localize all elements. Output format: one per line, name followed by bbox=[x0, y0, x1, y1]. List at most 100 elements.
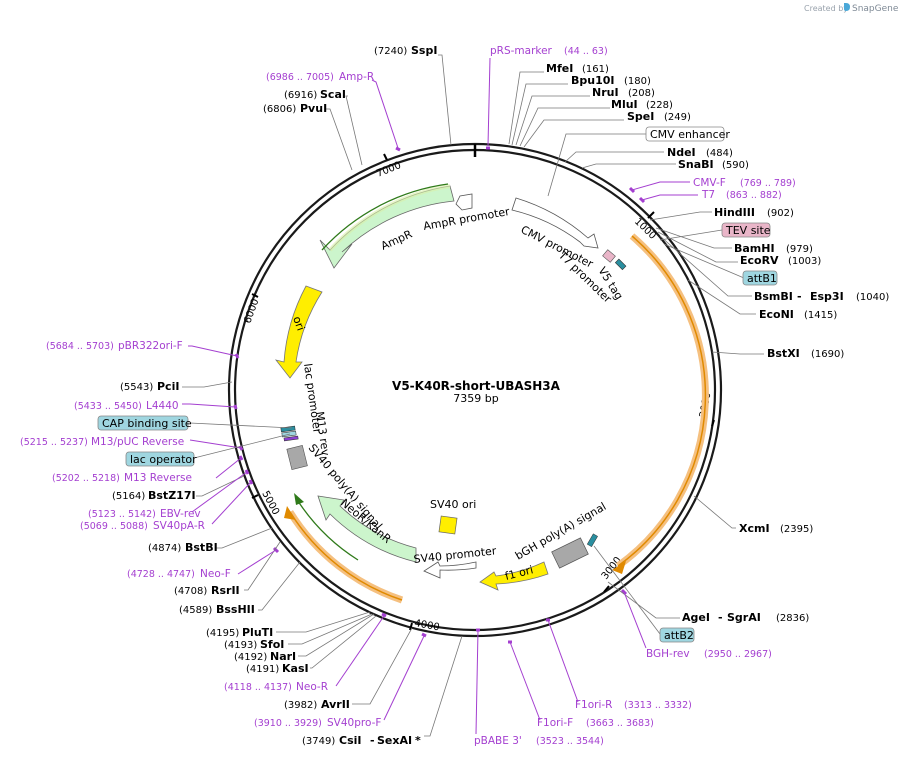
bgh-polya-feature[interactable] bbox=[551, 537, 589, 569]
neor-kanr-feature[interactable] bbox=[294, 493, 417, 563]
primer-range: (5215 .. 5237) bbox=[20, 437, 88, 448]
enzyme-pos: (5543) bbox=[120, 382, 153, 393]
enzyme-name: CsiI bbox=[339, 734, 361, 747]
enzyme-name: RsrII bbox=[211, 584, 240, 597]
enzyme-star: * bbox=[415, 734, 421, 747]
cmv-promoter-feature[interactable] bbox=[511, 197, 599, 249]
primer-range: (4728 .. 4747) bbox=[127, 569, 195, 580]
enzyme-separator: - bbox=[370, 734, 375, 747]
primer-range: (5123 .. 5142) bbox=[88, 509, 156, 520]
primer-range: (769 .. 789) bbox=[740, 178, 796, 189]
orf-arc-right[interactable] bbox=[612, 233, 709, 574]
enzyme-pos: (590) bbox=[722, 160, 749, 171]
boxed-labels: CMV enhancer TEV site attB1 attB2 CAP bi… bbox=[97, 126, 778, 643]
sv40-ori-label: SV40 ori bbox=[430, 498, 476, 511]
enzyme-pos: (4589) bbox=[179, 605, 212, 616]
enzyme-separator: - bbox=[797, 290, 802, 303]
plasmid-backbone bbox=[227, 142, 723, 638]
enzyme-name: NdeI bbox=[667, 146, 696, 159]
v5-tag-marker[interactable] bbox=[614, 258, 627, 271]
enzyme-name: AvrII bbox=[321, 698, 350, 711]
tick-label: 4000 bbox=[413, 618, 440, 633]
lac-region-markers[interactable] bbox=[280, 425, 299, 442]
tev-site-marker[interactable] bbox=[602, 249, 616, 263]
enzyme-name: AgeI bbox=[682, 611, 710, 624]
primer-name: Neo-F bbox=[200, 568, 231, 580]
primer-name: M13 Reverse bbox=[124, 472, 192, 484]
primer-name: F1ori-R bbox=[575, 699, 612, 711]
primer-range: (6986 .. 7005) bbox=[266, 72, 334, 83]
enzyme-name: BstBI bbox=[185, 541, 218, 554]
tev-site-box[interactable]: TEV site bbox=[721, 222, 771, 238]
primer-name: T7 bbox=[701, 189, 715, 201]
attb1-box[interactable]: attB1 bbox=[742, 270, 778, 286]
enzyme-pos: (4874) bbox=[148, 543, 181, 554]
primer-leaders bbox=[182, 57, 698, 735]
created-by-label: Created by bbox=[804, 4, 848, 13]
cmv-enhancer-label: CMV enhancer bbox=[650, 128, 730, 141]
gray-feature-left[interactable] bbox=[286, 444, 308, 470]
enzyme-name: MluI bbox=[611, 98, 638, 111]
plasmid-length: 7359 bp bbox=[453, 392, 498, 405]
enzyme-name: SfoI bbox=[260, 638, 284, 651]
enzyme-pos: (161) bbox=[582, 64, 609, 75]
enzyme-name: NruI bbox=[592, 86, 619, 99]
enzyme-name: EcoNI bbox=[759, 308, 794, 321]
ori-feature[interactable] bbox=[274, 285, 323, 379]
enzyme-pos: (1040) bbox=[856, 292, 889, 303]
enzyme-name: BssHII bbox=[216, 603, 255, 616]
primer-name: SV40pro-F bbox=[327, 717, 381, 729]
primer-range: (3313 .. 3332) bbox=[624, 700, 692, 711]
primer-name: SV40pA-R bbox=[153, 520, 205, 532]
attb2-marker[interactable] bbox=[586, 533, 598, 548]
enzyme-pos: (1690) bbox=[811, 349, 844, 360]
attb2-box[interactable]: attB2 bbox=[659, 627, 695, 643]
primer-range: (5069 .. 5088) bbox=[80, 521, 148, 532]
enzyme-pos: (6916) bbox=[284, 90, 317, 101]
enzyme-name: EcoRV bbox=[740, 254, 779, 267]
attb2-label: attB2 bbox=[664, 629, 694, 642]
primer-name: EBV-rev bbox=[160, 508, 201, 520]
plasmid-name: V5-K40R-short-UBASH3A bbox=[392, 379, 561, 393]
f1-ori-feature[interactable] bbox=[479, 561, 549, 591]
enzyme-pos: (3982) bbox=[284, 700, 317, 711]
sv40-promoter-feature[interactable] bbox=[423, 561, 477, 579]
cmv-enhancer-box[interactable]: CMV enhancer bbox=[645, 126, 730, 142]
enzyme-pos: (4195) bbox=[206, 628, 239, 639]
primer-range: (2950 .. 2967) bbox=[704, 649, 772, 660]
enzyme-pos: (4191) bbox=[246, 664, 279, 675]
primer-name: L4440 bbox=[146, 400, 179, 412]
lac-operator-label: lac operator bbox=[130, 453, 197, 466]
sv40-ori-feature[interactable] bbox=[438, 515, 458, 535]
box-leaders bbox=[189, 133, 745, 635]
snapgene-brand: SnapGene bbox=[852, 4, 899, 14]
primer-range: (3910 .. 3929) bbox=[254, 718, 322, 729]
snapgene-logo-icon bbox=[844, 3, 850, 11]
primer-range: (5433 .. 5450) bbox=[74, 401, 142, 412]
enzyme-pos: (4193) bbox=[224, 640, 257, 651]
primer-range: (44 .. 63) bbox=[564, 46, 608, 57]
cap-binding-box[interactable]: CAP binding site bbox=[97, 415, 192, 431]
ampr-promoter-feature[interactable] bbox=[455, 193, 473, 211]
primer-name: BGH-rev bbox=[646, 648, 690, 660]
enzyme-pos: (2395) bbox=[780, 524, 813, 535]
ampr-feature[interactable] bbox=[319, 183, 455, 269]
enzyme-pos: (1415) bbox=[804, 310, 837, 321]
enzyme-name: BamHI bbox=[734, 242, 775, 255]
enzyme-name: XcmI bbox=[739, 522, 770, 535]
orf-arc-left[interactable] bbox=[284, 506, 404, 604]
primer-name: M13/pUC Reverse bbox=[91, 436, 184, 448]
enzyme-name: ScaI bbox=[320, 88, 346, 101]
cap-binding-label: CAP binding site bbox=[102, 417, 192, 430]
enzyme-name: SexAI bbox=[377, 734, 412, 747]
enzyme-pos: (6806) bbox=[263, 104, 296, 115]
lac-operator-box[interactable]: lac operator bbox=[125, 451, 197, 467]
enzyme-pos: (4708) bbox=[174, 586, 207, 597]
enzyme-pos: (979) bbox=[786, 244, 813, 255]
enzyme-pos: (249) bbox=[664, 112, 691, 123]
primer-name: Neo-R bbox=[296, 681, 328, 693]
enzyme-pos: (1003) bbox=[788, 256, 821, 267]
primer-labels: pRS-marker (44 .. 63) (6986 .. 7005) Amp… bbox=[20, 45, 796, 747]
primer-name: Amp-R bbox=[339, 71, 374, 83]
enzyme-name: PvuI bbox=[300, 102, 327, 115]
